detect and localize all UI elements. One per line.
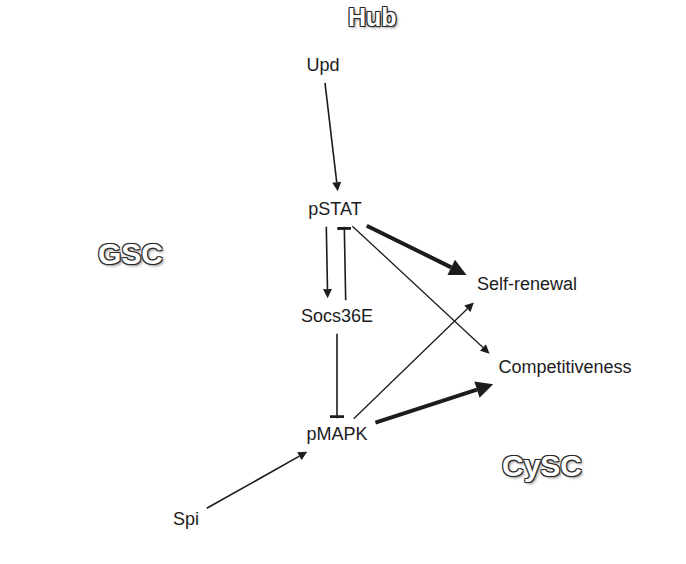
germline-stem-cell-outline [70,58,296,558]
activation-arrow [325,83,337,183]
cell-body [160,46,679,558]
cell-body [72,60,294,556]
cell-name: CySC [502,448,582,484]
hub-cells: HubUpd [240,0,410,98]
molecule-name: Upd [306,55,339,77]
ligand-label: Upd [300,51,345,81]
activation-arrow [326,227,327,289]
molecule-name: Spi [173,509,199,531]
molecule-name: Socs36E [301,306,373,328]
inhibition-connector [344,227,345,300]
activation-arrow [375,390,477,423]
signal-label: Socs36E [295,302,379,332]
molecule-name: pSTAT [308,199,361,221]
signal-label: pMAPK [300,420,373,450]
inhibition-connector [336,334,338,418]
activation-arrow [352,226,483,347]
molecule-name: Competitiveness [498,357,631,379]
cell-name: GSC [98,236,163,272]
cell-name: Hub [348,2,397,32]
activation-arrow [367,226,451,268]
outcome-label: Competitiveness [492,353,637,383]
cyst-stem-cell: CySC pSTAT Socs36E pMAPK Self-renewalCompeti… [150,40,686,564]
molecule-name: pMAPK [306,424,367,446]
ligand-label: Spi [167,505,205,535]
signal-label: pSTAT [302,195,367,225]
outcome-label: Self-renewal [471,270,583,300]
molecule-name: Self-renewal [477,274,577,296]
cyst-stem-cell-outline [150,40,686,564]
activation-arrow [207,456,300,508]
germline-stem-cell: GSC Spi [70,58,296,558]
